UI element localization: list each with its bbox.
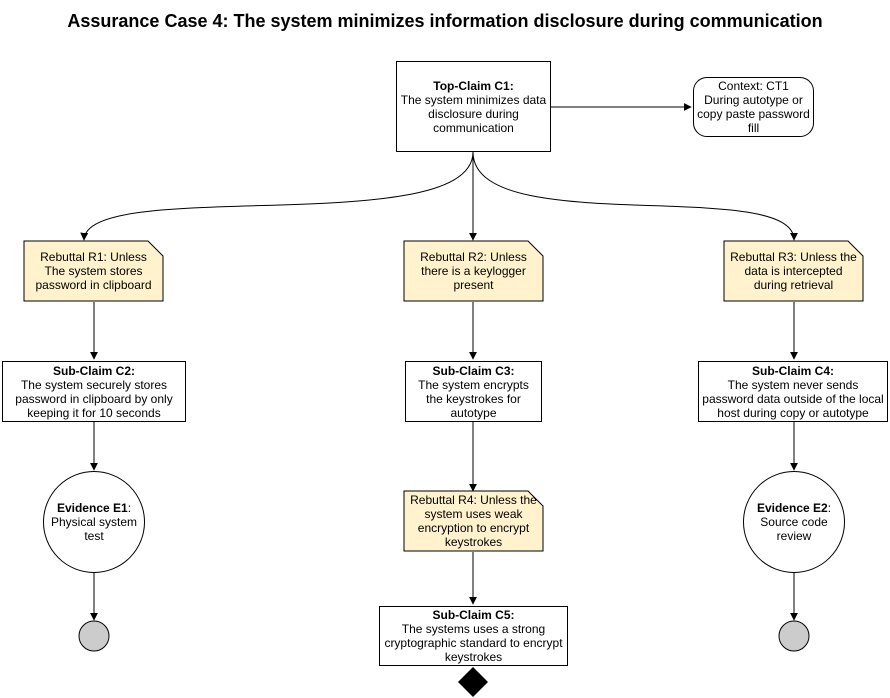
top-claim-heading: Top-Claim C1: — [433, 78, 514, 93]
sub-claim-c2-text: The system securely stores password in c… — [15, 377, 173, 420]
evidence-e1-heading: Evidence E1 — [56, 501, 128, 515]
rebuttal-r1-text: Rebuttal R1: Unless The system stores pa… — [35, 250, 152, 292]
undeveloped-circle-right — [778, 620, 810, 652]
rebuttal-r2-text: Rebuttal R2: Unless there is a keylogger… — [420, 250, 527, 292]
sub-claim-c3-heading: Sub-Claim C3: — [432, 363, 515, 378]
sub-claim-c4[interactable]: Sub-Claim C4: The system never sends pas… — [698, 361, 888, 422]
sub-claim-c5[interactable]: Sub-Claim C5: The systems uses a strong … — [379, 606, 568, 666]
sub-claim-c4-heading: Sub-Claim C4: — [751, 363, 834, 378]
sub-claim-c3-text: The system encrypts the keystrokes for a… — [418, 377, 529, 420]
rebuttal-r4-text: Rebuttal R4: Unless the system uses weak… — [410, 493, 537, 549]
evidence-e1-text: Physical system test — [50, 515, 138, 543]
evidence-e2-text: Source code review — [760, 515, 828, 543]
evidence-e2[interactable]: Evidence E2: Source code review — [743, 471, 845, 573]
rebuttal-r3[interactable]: Rebuttal R3: Unless the data is intercep… — [724, 241, 863, 301]
sub-claim-c2-heading: Sub-Claim C2: — [52, 363, 135, 378]
sub-claim-c5-text: The systems uses a strong cryptographic … — [384, 622, 563, 664]
evidence-e1[interactable]: Evidence E1: Physical system test — [43, 471, 145, 573]
evidence-e1-label: Evidence E1: — [56, 501, 132, 515]
evidence-e2-heading: Evidence E2 — [756, 501, 828, 515]
sub-claim-c3[interactable]: Sub-Claim C3: The system encrypts the ke… — [405, 361, 542, 422]
rebuttal-r3-text: Rebuttal R3: Unless the data is intercep… — [730, 250, 857, 292]
sub-claim-c2[interactable]: Sub-Claim C2: The system securely stores… — [2, 361, 186, 422]
top-claim-c1[interactable]: Top-Claim C1: The system minimizes data … — [396, 61, 551, 152]
sub-claim-c4-text: The system never sends password data out… — [702, 377, 884, 420]
rebuttal-r1[interactable]: Rebuttal R1: Unless The system stores pa… — [24, 241, 163, 301]
context-text: During autotype or copy paste password f… — [697, 93, 810, 135]
edge-c1-to-r1 — [80, 151, 474, 241]
diagram-title: Assurance Case 4: The system minimizes i… — [67, 11, 823, 31]
context-ct1[interactable]: Context: CT1 During autotype or copy pas… — [693, 77, 814, 137]
rebuttal-r4[interactable]: Rebuttal R4: Unless the system uses weak… — [404, 491, 543, 551]
edge-c1-to-r3 — [472, 151, 798, 241]
sub-claim-c5-heading: Sub-Claim C5: — [432, 608, 515, 622]
context-heading: Context: CT1 — [718, 79, 789, 93]
rebuttal-r2[interactable]: Rebuttal R2: Unless there is a keylogger… — [404, 241, 543, 301]
top-claim-text: The system minimizes data disclosure dur… — [400, 92, 547, 135]
evidence-e2-label: Evidence E2: — [756, 501, 832, 515]
undeveloped-circle-left — [78, 620, 110, 652]
undeveloped-diamond — [458, 667, 488, 697]
